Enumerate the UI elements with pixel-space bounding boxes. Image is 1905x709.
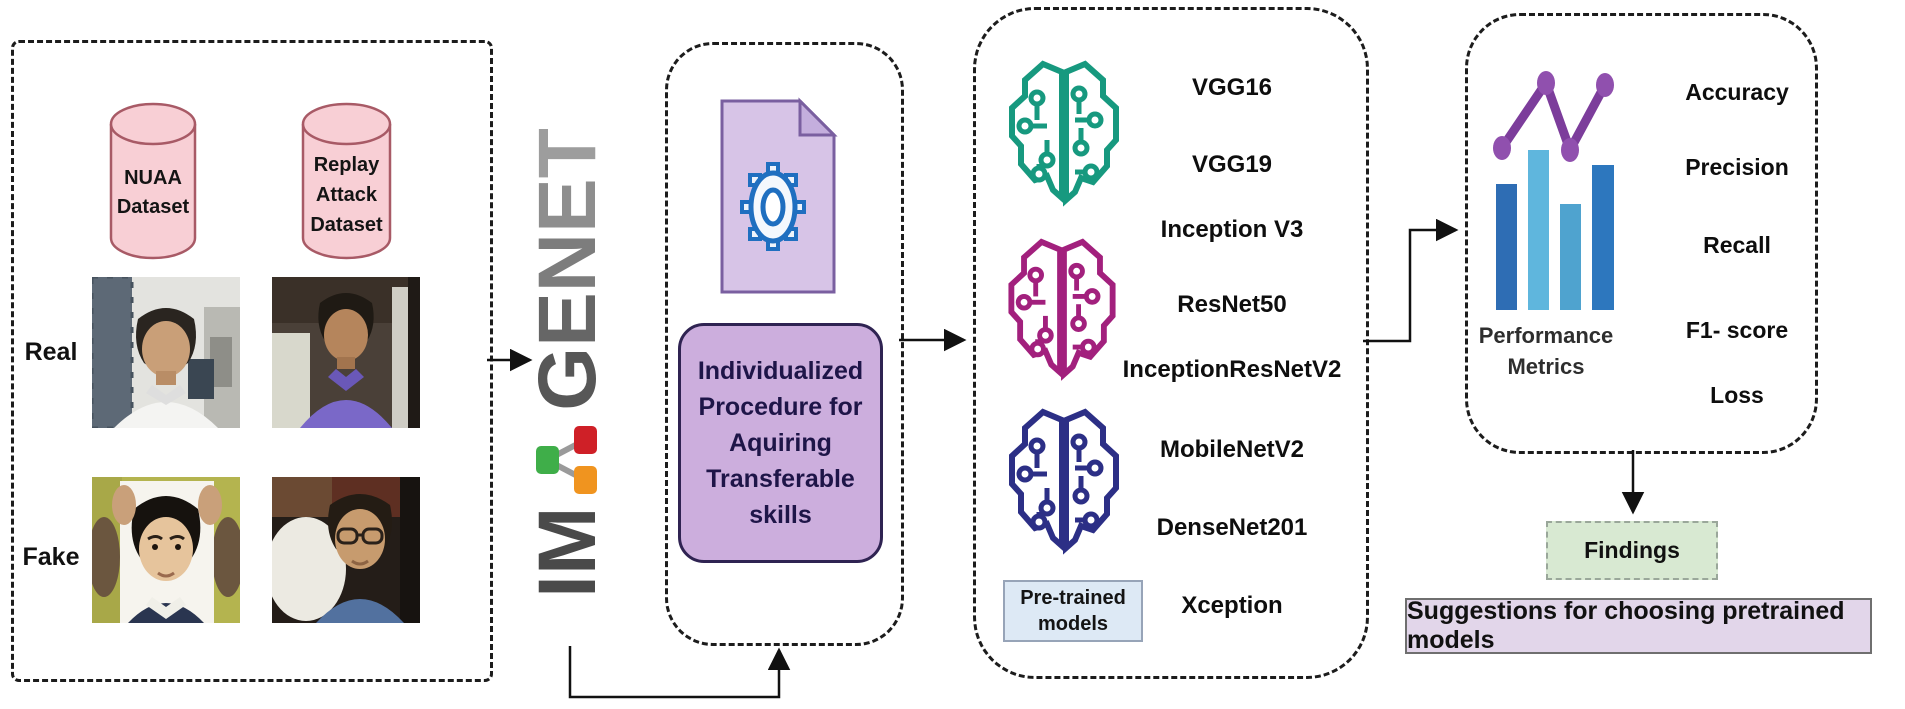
- database-cylinder-icon: [301, 102, 392, 260]
- imagenet-logo: I M G E N E T: [516, 79, 620, 649]
- real-row-label: Real: [24, 338, 78, 366]
- nuaa-dataset-cylinder: NUAA Dataset: [108, 100, 198, 262]
- model-name-inceptionv3: Inception V3: [1160, 216, 1304, 243]
- pretrained-models-badge: Pre-trained models: [1003, 580, 1143, 642]
- model-name-vgg16: VGG16: [1191, 74, 1273, 101]
- model-name-mobilenetv2: MobileNetV2: [1159, 436, 1305, 463]
- imagenet-letter: I: [522, 577, 613, 598]
- gear-icon: [740, 162, 806, 251]
- imagenet-letter: E: [522, 294, 613, 347]
- perf-caption-line1: Performance: [1478, 323, 1614, 348]
- perf-caption-line2: Metrics: [1507, 354, 1585, 379]
- metric-precision: Precision: [1685, 154, 1789, 180]
- nuaa-label-line2: Dataset: [116, 196, 190, 218]
- replay-attack-dataset-cylinder: Replay Attack Dataset: [300, 100, 393, 262]
- model-name-densenet201: DenseNet201: [1156, 514, 1308, 541]
- procedure-line: Procedure for: [698, 393, 863, 421]
- model-name-vgg19: VGG19: [1191, 151, 1273, 178]
- imagenet-letter: G: [522, 348, 613, 411]
- arrow-imagenet-to-procedure: [568, 646, 791, 699]
- database-cylinder-icon: [109, 102, 197, 260]
- photo-fake-replay: [272, 477, 420, 623]
- arrow-models-to-metrics: [1363, 218, 1459, 343]
- replay-attack-dataset-label: Replay Attack Dataset: [300, 150, 393, 240]
- metric-loss: Loss: [1710, 382, 1764, 408]
- procedure-line: Individualized: [697, 357, 864, 385]
- fake-row-label: Fake: [22, 543, 80, 571]
- photo-real-nuaa: [92, 277, 240, 428]
- performance-metrics-caption: Performance Metrics: [1462, 320, 1630, 382]
- imagenet-letter: T: [522, 130, 613, 179]
- imagenet-letter: N: [522, 234, 613, 293]
- findings-box: Findings: [1546, 521, 1718, 580]
- findings-label: Findings: [1584, 537, 1680, 563]
- suggestions-box: Suggestions for choosing pretrained mode…: [1405, 597, 1872, 654]
- procedure-line: Aquiring: [729, 429, 832, 457]
- imagenet-letter: M: [522, 508, 613, 576]
- metrics-stage-box: [1465, 13, 1818, 454]
- replay-label-line1: Replay: [313, 154, 380, 176]
- nuaa-label-line1: NUAA: [124, 167, 182, 189]
- imagenet-letter: E: [522, 180, 613, 233]
- pretrained-badge-line2: models: [1037, 613, 1109, 635]
- replay-label-line3: Dataset: [310, 214, 383, 236]
- procedure-line: skills: [749, 501, 812, 529]
- models-stage-box: [973, 7, 1369, 679]
- procedure-text-box: Individualized Procedure for Aquiring Tr…: [678, 323, 883, 563]
- procedure-stage-box: [665, 42, 904, 646]
- replay-label-line2: Attack: [315, 184, 378, 206]
- pretrained-badge-line1: Pre-trained: [1020, 587, 1126, 609]
- nuaa-dataset-label: NUAA Dataset: [108, 164, 198, 222]
- suggestions-label: Suggestions for choosing pretrained mode…: [1407, 597, 1845, 654]
- photo-fake-nuaa: [92, 477, 240, 623]
- procedure-line: Transferable: [706, 465, 855, 493]
- metric-accuracy: Accuracy: [1685, 79, 1789, 105]
- model-name-resnet50: ResNet50: [1177, 291, 1287, 318]
- performance-chart-icon: [1493, 71, 1614, 310]
- photo-real-replay: [272, 277, 420, 428]
- metric-recall: Recall: [1703, 232, 1771, 258]
- config-document-icon: [718, 95, 838, 303]
- imagenet-squares-icon: [536, 425, 597, 494]
- model-name-inceptionresnetv2: InceptionResNetV2: [1122, 356, 1342, 383]
- metric-f1-score: F1- score: [1685, 317, 1789, 343]
- model-name-xception: Xception: [1181, 592, 1283, 619]
